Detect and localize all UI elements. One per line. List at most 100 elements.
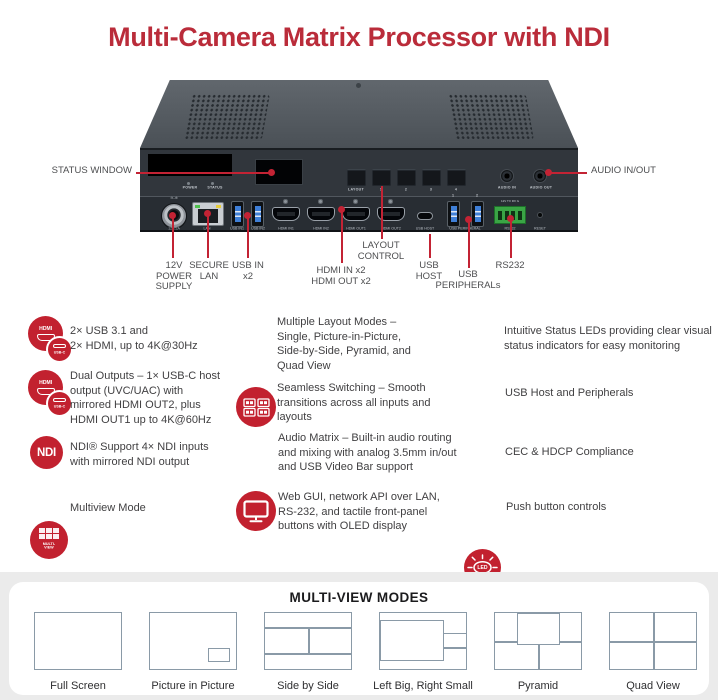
callout-line-status-window — [136, 172, 272, 174]
usbc-connector-glyph — [53, 397, 66, 402]
page-title: Multi-Camera Matrix Processor with NDI — [108, 22, 610, 52]
preset-button-3 — [422, 169, 441, 186]
multiview-modes-row: Full Screen Picture in Picture Side by S… — [9, 612, 709, 692]
port-usb-peripheral-1 — [447, 201, 460, 227]
rs232-pin-labels: 12V TX RX G — [500, 199, 520, 203]
feature-text: Push button controls — [506, 501, 607, 513]
callout-line-usb-peripherals — [468, 221, 470, 268]
callout-dot-audio — [545, 169, 552, 176]
callout-status-window: STATUS WINDOW — [51, 165, 132, 176]
callout-hdmi: HDMI IN x2 HDMI OUT x2 — [311, 265, 371, 287]
callout-layout-control: LAYOUT CONTROL — [357, 240, 405, 262]
usb-peripheral-2-number: 2 — [475, 194, 479, 198]
port-hdmi-in2 — [307, 207, 335, 221]
multiview-grid-glyph — [39, 527, 59, 539]
device-photo: POWER STATUS LAYOUT 1 2 3 4 AUDIO IN AUD… — [140, 80, 578, 232]
callout-power-supply: 12V POWER SUPPLY — [155, 260, 193, 293]
brand-label-blackout — [148, 154, 232, 176]
mode-diagram — [379, 612, 467, 670]
port-label-hdmi-out2: HDMI OUT2 — [381, 227, 401, 231]
callout-usb-peripherals: USB PERIPHERALs — [435, 269, 501, 291]
mode-label: Left Big, Right Small — [373, 680, 473, 692]
callout-rs232: RS232 — [495, 260, 525, 271]
port-label-hdmi-out1: HDMI OUT1 — [346, 227, 366, 231]
callout-line-usb-host — [429, 234, 431, 258]
polarity-mark: ⊖–⊕ — [170, 196, 178, 200]
status-led — [211, 182, 214, 185]
multiview-section: MULTI-VIEW MODES Full Screen Picture in … — [0, 572, 718, 700]
feature-text: Dual Outputs – 1× USB-C host output (UVC… — [70, 370, 221, 426]
reset-pinhole — [538, 213, 542, 217]
port-label-hdmi-in1: HDMI IN1 — [278, 227, 294, 231]
multiview-heading: MULTI-VIEW MODES — [289, 590, 429, 605]
mode-picture-in-picture: Picture in Picture — [149, 612, 237, 692]
callout-usb-in: USB IN x2 — [232, 260, 264, 282]
button-2-label: 2 — [404, 188, 408, 192]
monitor-icon — [236, 491, 276, 531]
port-usb-in1 — [231, 201, 244, 227]
hdmi-screw — [353, 199, 358, 204]
port-label-reset: RESET — [533, 227, 546, 231]
callout-dot-rs232 — [507, 215, 514, 222]
feature-text: Audio Matrix – Built-in audio routing an… — [278, 432, 457, 474]
callout-line-usb-in — [247, 217, 249, 258]
callout-line-hdmi — [341, 211, 343, 263]
hdmi-screw — [318, 199, 323, 204]
mode-left-big-right-small: Left Big, Right Small — [373, 612, 473, 692]
button-1-label: 1 — [363, 188, 399, 192]
callout-audio-inout: AUDIO IN/OUT — [591, 165, 656, 176]
port-hdmi-in1 — [272, 207, 300, 221]
port-usb-in2 — [251, 201, 264, 227]
feature-text: Intuitive Status LEDs providing clear vi… — [504, 325, 712, 352]
mode-label: Full Screen — [50, 680, 106, 692]
layout-button — [347, 169, 366, 186]
usbc-connector-glyph — [53, 343, 66, 348]
hdmi-screw — [388, 199, 393, 204]
port-label-usb-host: USB HOST — [415, 227, 435, 231]
usbc-icon-label: USB-C — [53, 350, 66, 355]
button-4-label: 4 — [454, 188, 458, 192]
feature-text: Multiview Mode — [70, 502, 146, 514]
mode-label: Side by Side — [277, 680, 339, 692]
port-usb-host — [417, 212, 433, 220]
feature-text: Seamless Switching – Smooth transitions … — [277, 382, 431, 424]
preset-button-2 — [397, 169, 416, 186]
port-label-power: 12V/2A — [168, 227, 180, 231]
mode-pyramid: Pyramid — [494, 612, 582, 692]
port-label-lan: LAN — [189, 227, 225, 231]
hdmi-usbc-icon: HDMI USB-C — [28, 316, 74, 363]
port-label-rs232: RS232 — [492, 227, 528, 231]
port-hdmi-out1 — [342, 207, 370, 221]
callout-line-audio — [551, 172, 587, 174]
callout-line-layout — [381, 186, 383, 239]
callout-dot-hdmi — [338, 206, 345, 213]
callout-dot-status-window — [268, 169, 275, 176]
port-label-usb-in2: USB IN2 — [250, 227, 266, 231]
callout-dot-lan — [204, 210, 211, 217]
audio-in-label: AUDIO IN — [497, 186, 517, 190]
layout-button-label: LAYOUT — [348, 188, 364, 192]
hdmi-screw — [283, 199, 288, 204]
audio-out-label: AUDIO OUT — [529, 186, 553, 190]
usb-peripheral-1-number: 1 — [451, 194, 455, 198]
feature-text: USB Host and Peripherals — [505, 387, 634, 399]
mode-label: Picture in Picture — [151, 680, 235, 692]
hdmi-usbc-icon: HDMI USB-C — [28, 370, 74, 417]
callout-dot-usb-in — [244, 212, 251, 219]
mode-full-screen: Full Screen — [34, 612, 122, 692]
callout-line-power — [172, 217, 174, 258]
mode-side-by-side: Side by Side — [264, 612, 352, 692]
mode-diagram — [609, 612, 697, 670]
mode-quad-view: Quad View — [609, 612, 697, 692]
mode-diagram — [149, 612, 237, 670]
feature-text: Multiple Layout Modes – Single, Picture-… — [277, 316, 411, 372]
layout-modes-icon — [236, 387, 276, 427]
feature-text: CEC & HDCP Compliance — [505, 446, 634, 458]
hdmi-icon-label: HDMI — [38, 326, 53, 332]
callout-line-rs232 — [510, 220, 512, 258]
feature-text: NDI® Support 4× NDI inputs with mirrored… — [70, 441, 209, 468]
vent-grille-right — [447, 94, 535, 140]
mode-label: Quad View — [626, 680, 680, 692]
callout-line-lan — [207, 215, 209, 258]
port-hdmi-out2 — [377, 207, 405, 221]
